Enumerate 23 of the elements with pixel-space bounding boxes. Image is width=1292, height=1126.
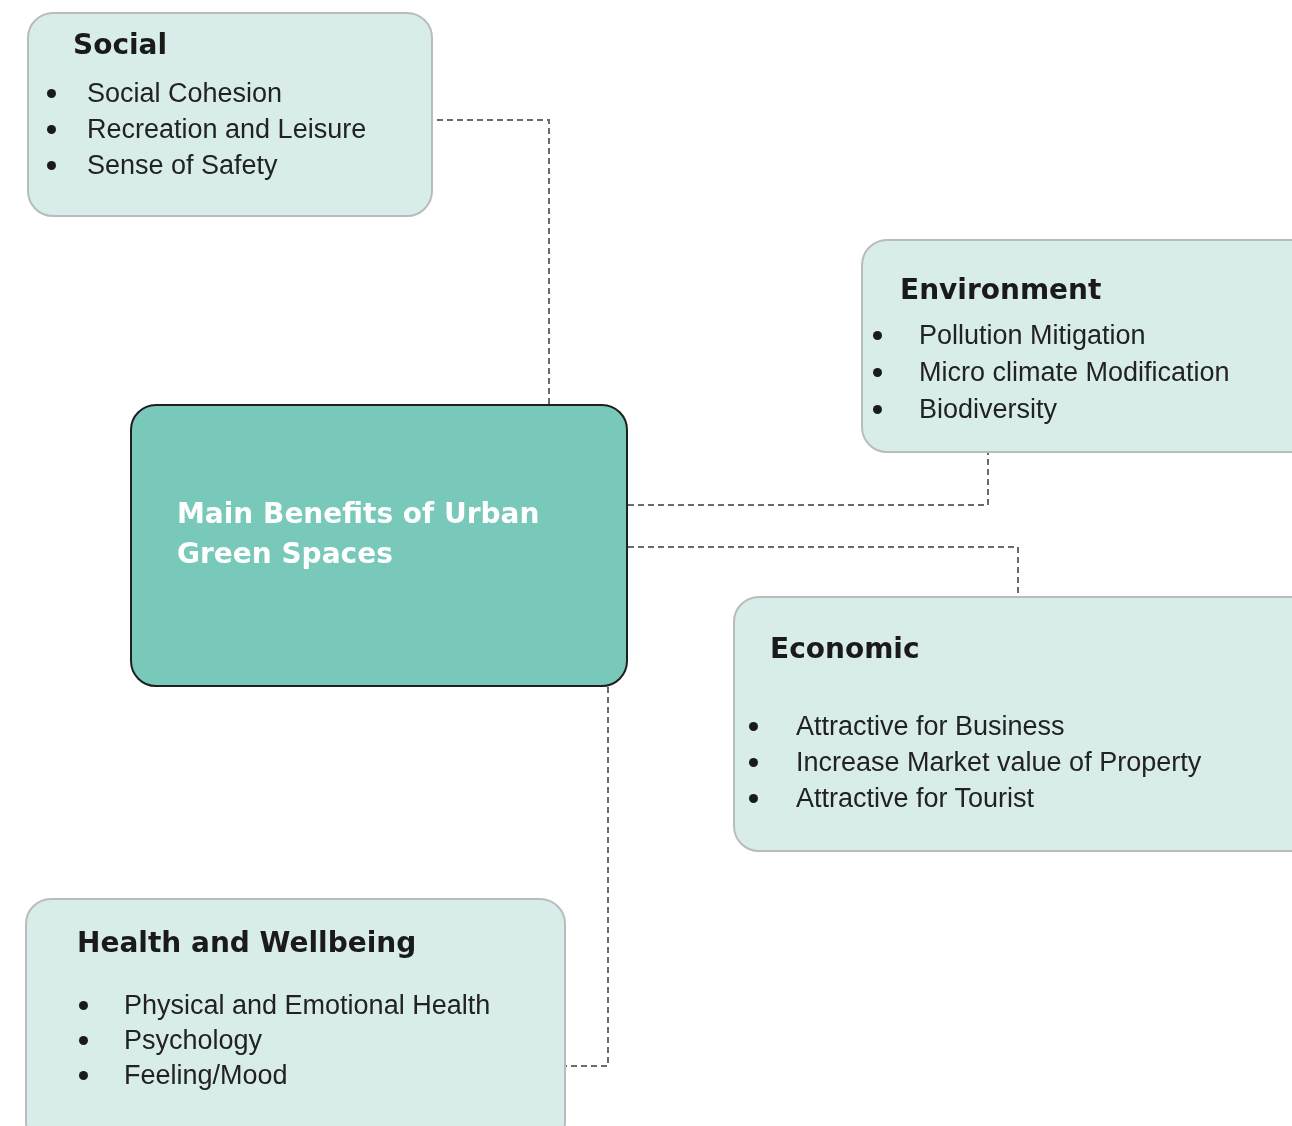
bullet-text: Psychology [124, 1024, 263, 1057]
bullet-text: Recreation and Leisure [87, 113, 367, 146]
dashed-connector [627, 452, 989, 506]
category-card [733, 596, 1292, 852]
category-card [27, 12, 433, 217]
card-heading: Social [73, 28, 168, 61]
bullet-text: Biodiversity [919, 393, 1058, 426]
bullet-text: Feeling/Mood [124, 1059, 288, 1092]
bullet-text: Attractive for Business [796, 710, 1065, 743]
bullet-text: Pollution Mitigation [919, 319, 1146, 352]
card-heading: Health and Wellbeing [77, 926, 417, 959]
central-box [130, 404, 628, 687]
card-heading: Environment [900, 273, 1102, 306]
card-heading: Economic [770, 632, 920, 665]
bullet-text: Sense of Safety [87, 149, 278, 182]
bullet-text: Increase Market value of Property [796, 746, 1202, 779]
bullet-text: Attractive for Tourist [796, 782, 1035, 815]
category-card [861, 239, 1292, 453]
bullet-text: Micro climate Modification [919, 356, 1230, 389]
central-title: Main Benefits of Urban Green Spaces [177, 496, 541, 572]
category-card [25, 898, 566, 1126]
bullet-text: Social Cohesion [87, 77, 283, 110]
bullet-text: Physical and Emotional Health [124, 989, 491, 1022]
